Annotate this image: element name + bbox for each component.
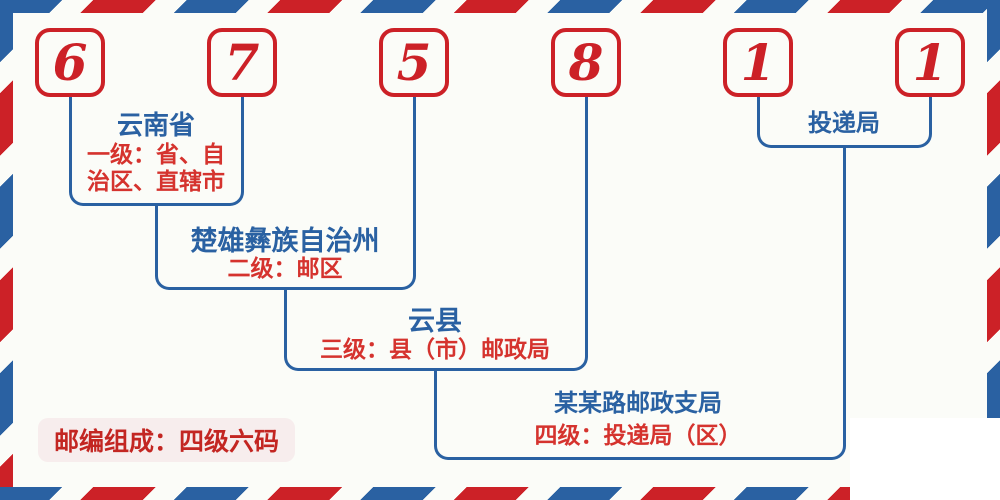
digit-3: 5 bbox=[396, 32, 432, 92]
airmail-border-bottom bbox=[0, 487, 850, 500]
connector-digit8-line bbox=[584, 97, 588, 287]
digit-4: 8 bbox=[568, 32, 604, 92]
level1-description: 一级：省、自 治区、直辖市 bbox=[87, 142, 225, 195]
delivery-office-label: 投递局 bbox=[808, 109, 880, 137]
composition-badge-text: 邮编组成：四级六码 bbox=[54, 427, 280, 456]
digit-box-4: 8 bbox=[551, 28, 621, 97]
digit-box-3: 5 bbox=[379, 28, 449, 97]
digit-box-5: 1 bbox=[723, 28, 793, 97]
digit-6: 1 bbox=[912, 32, 948, 92]
level2-description: 二级：邮区 bbox=[227, 256, 343, 282]
bracket-level4 bbox=[434, 368, 846, 460]
level4-description: 四级：投递局（区） bbox=[534, 423, 742, 449]
connector-delivery-line bbox=[842, 145, 846, 368]
digit-1: 6 bbox=[52, 32, 88, 92]
level3-description: 三级：县（市）邮政局 bbox=[320, 337, 550, 363]
level3-place-name: 云县 bbox=[408, 306, 462, 337]
airmail-border-right bbox=[987, 0, 1000, 418]
bottom-right-white-area bbox=[850, 418, 1000, 500]
digit-box-1: 6 bbox=[35, 28, 105, 97]
composition-badge: 邮编组成：四级六码 bbox=[38, 418, 296, 462]
digit-5: 1 bbox=[740, 32, 776, 92]
level1-place-name: 云南省 bbox=[116, 111, 196, 141]
level4-place-name: 某某路邮政支局 bbox=[554, 389, 722, 417]
level2-place-name: 楚雄彝族自治州 bbox=[190, 226, 380, 257]
digit-2: 7 bbox=[224, 32, 260, 92]
airmail-border-left bbox=[0, 0, 13, 500]
digit-box-2: 7 bbox=[207, 28, 277, 97]
airmail-border-top bbox=[0, 0, 1000, 13]
connector-digit5-line bbox=[412, 97, 416, 203]
digit-box-6: 1 bbox=[895, 28, 965, 97]
